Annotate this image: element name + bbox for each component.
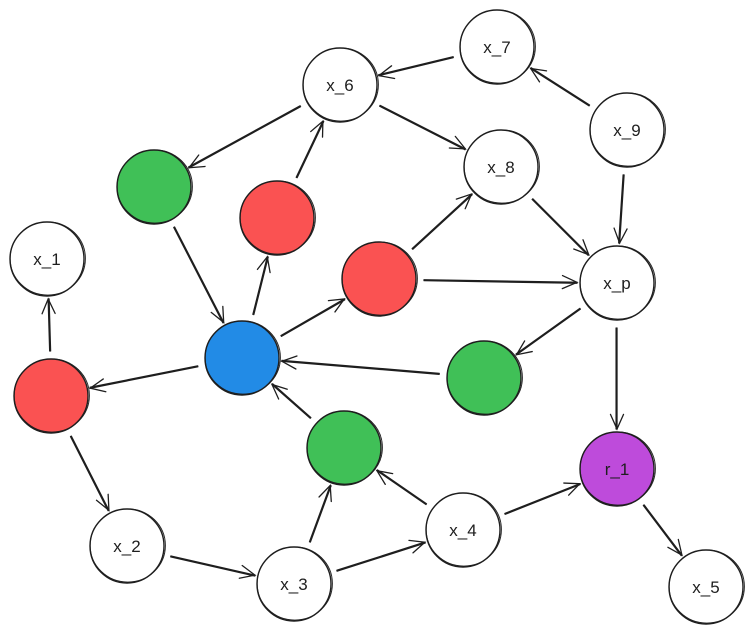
- node-sketch-outline: [116, 149, 193, 224]
- arrowhead-icon: [609, 413, 625, 431]
- node-x-1[interactable]: x_1: [9, 221, 86, 297]
- edge-x_6-to-g1: [187, 105, 302, 169]
- node-sketch-outline: [579, 245, 656, 320]
- edge-x_3-to-g_bottom: [308, 484, 332, 543]
- node-x-9[interactable]: x_9: [589, 92, 666, 168]
- arrowhead-icon: [327, 298, 346, 313]
- node-sketch-outline: [589, 92, 666, 167]
- edge-x_4-to-g_bottom: [375, 469, 428, 506]
- node-x-7[interactable]: x_7: [459, 9, 536, 85]
- node-label: r_1: [605, 460, 630, 479]
- node-sketch-outline: [341, 241, 418, 316]
- edge-x_9-to-x_p: [613, 174, 628, 245]
- arrowhead-icon: [529, 67, 548, 83]
- arrowhead-icon: [408, 539, 427, 554]
- node-r-mid[interactable]: [341, 241, 418, 317]
- edge-r_mid-to-x_8: [411, 192, 473, 250]
- node-label: x_6: [326, 76, 353, 95]
- node-x-p[interactable]: x_p: [579, 245, 656, 321]
- arrowhead-icon: [377, 65, 396, 80]
- node-sketch-outline: [668, 549, 745, 624]
- edge-b-to-r_left: [88, 365, 199, 393]
- node-label: x_7: [483, 38, 510, 57]
- arrowhead-icon: [310, 119, 324, 138]
- node-b[interactable]: [204, 320, 281, 396]
- arrowhead-icon: [455, 192, 473, 210]
- node-sketch-outline: [302, 47, 379, 122]
- arrowhead-icon: [561, 274, 579, 290]
- edge-b-to-r_mid: [280, 298, 346, 337]
- arrowhead-icon: [667, 538, 683, 557]
- node-g-bottom[interactable]: [306, 410, 383, 486]
- node-x-8[interactable]: x_8: [463, 129, 540, 205]
- node-label: x_1: [33, 250, 60, 269]
- node-sketch-outline: [13, 358, 90, 433]
- node-sketch-outline: [306, 410, 383, 485]
- edges-layer: [41, 56, 683, 579]
- node-x-4[interactable]: x_4: [425, 492, 502, 568]
- node-label: x_8: [487, 158, 514, 177]
- arrowhead-icon: [256, 255, 271, 274]
- arrowhead-icon: [375, 469, 394, 486]
- arrowhead-icon: [270, 383, 288, 400]
- edge-x_3-to-x_4: [336, 539, 427, 572]
- node-sketch-outline: [89, 508, 166, 583]
- node-sketch-outline: [204, 320, 281, 395]
- arrowhead-icon: [515, 340, 533, 356]
- edge-g_right-to-b: [280, 355, 440, 375]
- nodes-layer: x_6 x_7 x_9 x_8 x_p x_1 r_1 x_2 x_3 x_4 x_5: [9, 9, 745, 625]
- node-sketch-outline: [446, 340, 523, 415]
- edge-r_left-to-x_2: [69, 435, 110, 512]
- node-sketch-outline: [256, 546, 333, 621]
- node-label: x_4: [449, 521, 476, 540]
- node-sketch-outline: [459, 9, 536, 84]
- node-x-5[interactable]: x_5: [668, 549, 745, 625]
- edge-x_7-to-x_6: [377, 56, 454, 80]
- node-r-left[interactable]: [13, 358, 90, 434]
- node-label: x_3: [280, 575, 307, 594]
- node-sketch-outline: [579, 431, 656, 506]
- arrowhead-icon: [95, 493, 110, 512]
- edge-g1-to-b: [173, 226, 225, 324]
- edge-x_8-to-x_p: [531, 198, 590, 257]
- node-x-2[interactable]: x_2: [89, 508, 166, 584]
- arrowhead-icon: [448, 135, 467, 150]
- node-sketch-outline: [463, 129, 540, 204]
- node-r-top[interactable]: [239, 180, 316, 256]
- edge-g_bottom-to-b: [270, 383, 312, 419]
- node-sketch-outline: [239, 180, 316, 255]
- node-x-3[interactable]: x_3: [256, 546, 333, 622]
- edge-r_left-to-x_1: [41, 297, 56, 352]
- node-label: x_9: [613, 121, 640, 140]
- node-sketch-outline: [9, 221, 86, 296]
- edge-r_mid-to-x_p: [423, 274, 579, 290]
- node-label: x_2: [113, 537, 140, 556]
- node-label: x_5: [692, 578, 719, 597]
- arrowhead-icon: [238, 564, 257, 579]
- node-g1[interactable]: [116, 149, 193, 225]
- edge-b-to-r_top: [252, 255, 271, 316]
- arrowhead-icon: [41, 297, 56, 315]
- edge-r_1-to-x_5: [642, 504, 683, 557]
- node-x-6[interactable]: x_6: [302, 47, 379, 123]
- arrowhead-icon: [563, 482, 582, 496]
- node-g-right[interactable]: [446, 340, 523, 416]
- arrowhead-icon: [318, 484, 332, 503]
- arrowhead-icon: [88, 378, 107, 393]
- node-label: x_p: [603, 274, 630, 293]
- edge-x_p-to-g_right: [515, 307, 582, 356]
- arrowhead-icon: [280, 355, 298, 370]
- edge-x_6-to-x_8: [379, 104, 467, 151]
- arrowhead-icon: [613, 227, 628, 245]
- edge-x_4-to-r_1: [504, 482, 582, 515]
- arrowhead-icon: [210, 305, 225, 324]
- edge-x_2-to-x_3: [170, 555, 257, 579]
- arrowhead-icon: [187, 154, 206, 169]
- edge-x_9-to-x_7: [529, 67, 591, 107]
- node-r-1[interactable]: r_1: [579, 431, 656, 507]
- node-sketch-outline: [425, 492, 502, 567]
- arrowhead-icon: [573, 239, 590, 256]
- edge-r_top-to-x_6: [295, 119, 325, 179]
- edge-x_p-to-r_1: [609, 327, 625, 431]
